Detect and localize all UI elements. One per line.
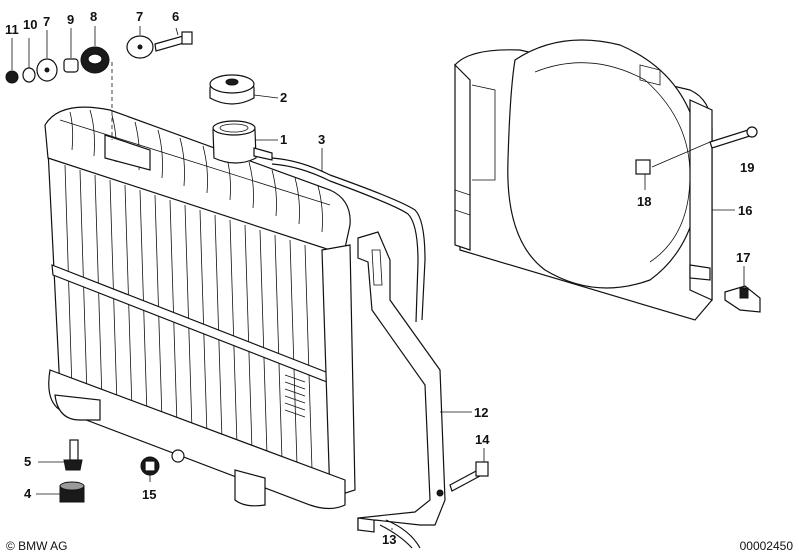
callout-14: 14 [475,432,490,447]
leader-lines [11,26,745,530]
radiator [44,106,356,510]
bushing-9 [63,58,79,73]
callout-6: 6 [172,9,179,24]
callout-2: 2 [280,90,287,105]
callout-10: 10 [23,17,37,32]
callout-16: 16 [738,203,752,218]
retaining-clip [724,285,761,313]
callout-1: 1 [280,132,287,147]
copyright-notice: © BMW AG [6,539,68,553]
grommet-8 [80,46,110,74]
bottom-hose [379,524,413,549]
callout-3: 3 [318,132,325,147]
screw-19 [709,126,758,149]
callout-11: 11 [5,22,19,37]
radiator-cap [209,74,255,105]
callout-13: 13 [382,532,396,547]
mounting-stud [63,439,83,471]
callout-labels: 11 10 7 9 8 7 6 2 1 3 19 18 16 17 12 14 … [5,9,754,547]
callout-18: 18 [637,194,651,209]
overflow-hose [271,157,426,321]
callout-4: 4 [24,486,32,501]
fan-shroud [454,39,713,321]
washer-10 [22,67,36,83]
callout-8: 8 [90,9,97,24]
rubber-mount [59,481,85,503]
callout-15: 15 [142,487,156,502]
drain-plug [140,456,160,476]
nut-11 [5,70,19,84]
speed-nut [635,159,651,175]
callout-17: 17 [736,250,750,265]
bolt-14 [449,461,489,492]
callout-9: 9 [67,12,74,27]
callout-7-right: 7 [136,9,143,24]
callout-7-left: 7 [43,14,50,29]
callout-5: 5 [24,454,31,469]
shroud-bracket [357,231,446,533]
diagram-number: 00002450 [739,539,793,553]
callout-19: 19 [740,160,754,175]
bolt-6 [154,31,193,52]
callout-12: 12 [474,405,488,420]
